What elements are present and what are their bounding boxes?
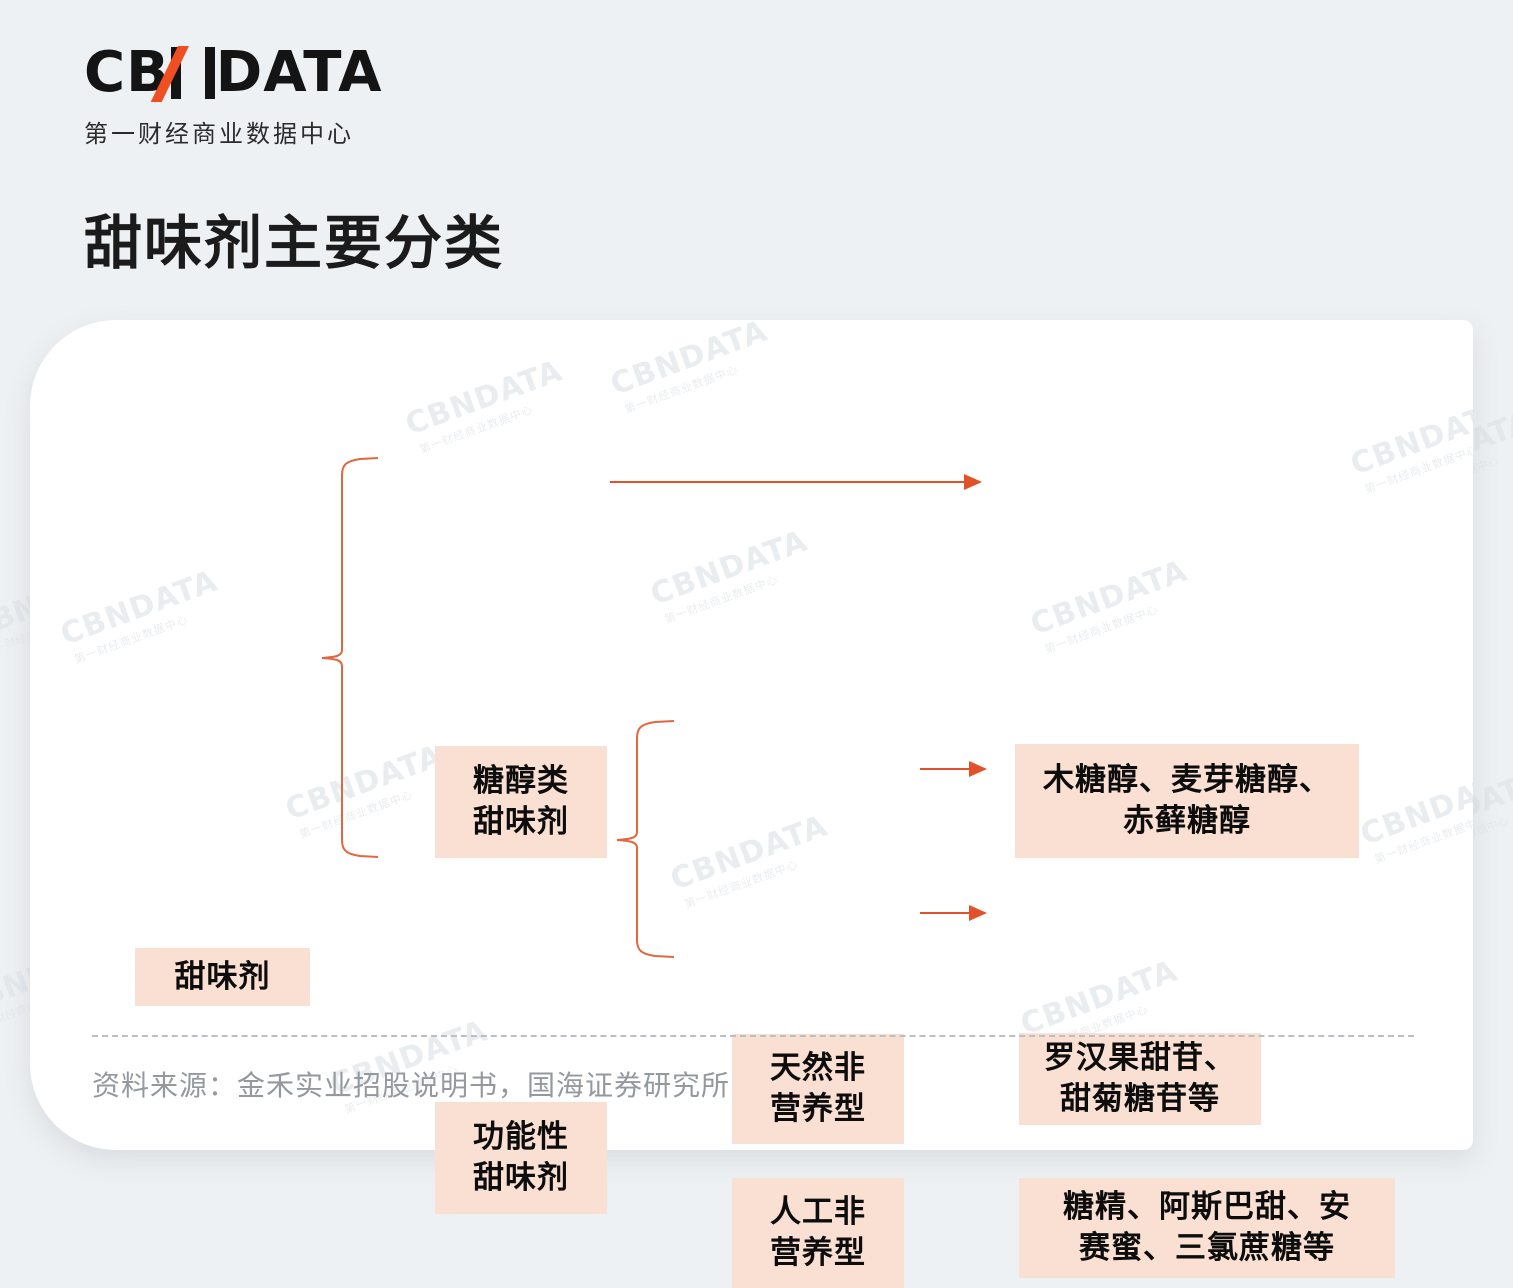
node-label: 糖醇类 甜味剂 — [473, 763, 569, 839]
node-sugar-alcohol-sweetener[interactable]: 糖醇类 甜味剂 — [435, 746, 607, 858]
brace-level2 — [616, 720, 675, 958]
cbndata-logo: CB DATA — [84, 44, 784, 106]
node-label: 功能性 甜味剂 — [473, 1119, 569, 1195]
node-artificial-examples[interactable]: 糖精、阿斯巴甜、安 赛蜜、三氯蔗糖等 — [1019, 1178, 1395, 1278]
brace-level1 — [321, 457, 379, 858]
node-natural-non-nutritive[interactable]: 天然非 营养型 — [732, 1034, 904, 1144]
node-label: 甜味剂 — [174, 958, 271, 994]
footer-divider — [92, 1035, 1414, 1037]
node-label: 木糖醇、麦芽糖醇、 赤藓糖醇 — [1043, 762, 1331, 838]
node-root-sweetener[interactable]: 甜味剂 — [135, 948, 310, 1006]
node-natural-examples[interactable]: 罗汉果甜苷、 甜菊糖苷等 — [1019, 1033, 1261, 1125]
source-note: 资料来源：金禾实业招股说明书，国海证券研究所 — [92, 1070, 731, 1101]
node-functional-sweetener[interactable]: 功能性 甜味剂 — [435, 1102, 607, 1214]
node-label: 天然非 营养型 — [770, 1050, 866, 1126]
logo-subtitle: 第一财经商业数据中心 — [84, 121, 354, 148]
node-artificial-non-nutritive[interactable]: 人工非 营养型 — [732, 1178, 904, 1288]
node-sugar-alcohol-examples[interactable]: 木糖醇、麦芽糖醇、 赤藓糖醇 — [1015, 744, 1359, 858]
logo-n-icon — [150, 46, 215, 102]
logo-text-data: DATA — [215, 40, 383, 105]
page-title: 甜味剂主要分类 — [84, 211, 505, 276]
brand-header: CB DATA 第一财经商业数据中心 — [84, 44, 784, 149]
node-label: 糖精、阿斯巴甜、安 赛蜜、三氯蔗糖等 — [1063, 1189, 1351, 1265]
node-label: 人工非 营养型 — [770, 1194, 866, 1270]
logo-wordmark: CB DATA — [84, 44, 382, 102]
diagram-connectors — [321, 457, 987, 958]
classification-diagram: 甜味剂 糖醇类 甜味剂 功能性 甜味剂 天然非 营养型 人工非 营养型 — [30, 320, 1473, 1288]
node-label: 罗汉果甜苷、 甜菊糖苷等 — [1044, 1040, 1236, 1116]
